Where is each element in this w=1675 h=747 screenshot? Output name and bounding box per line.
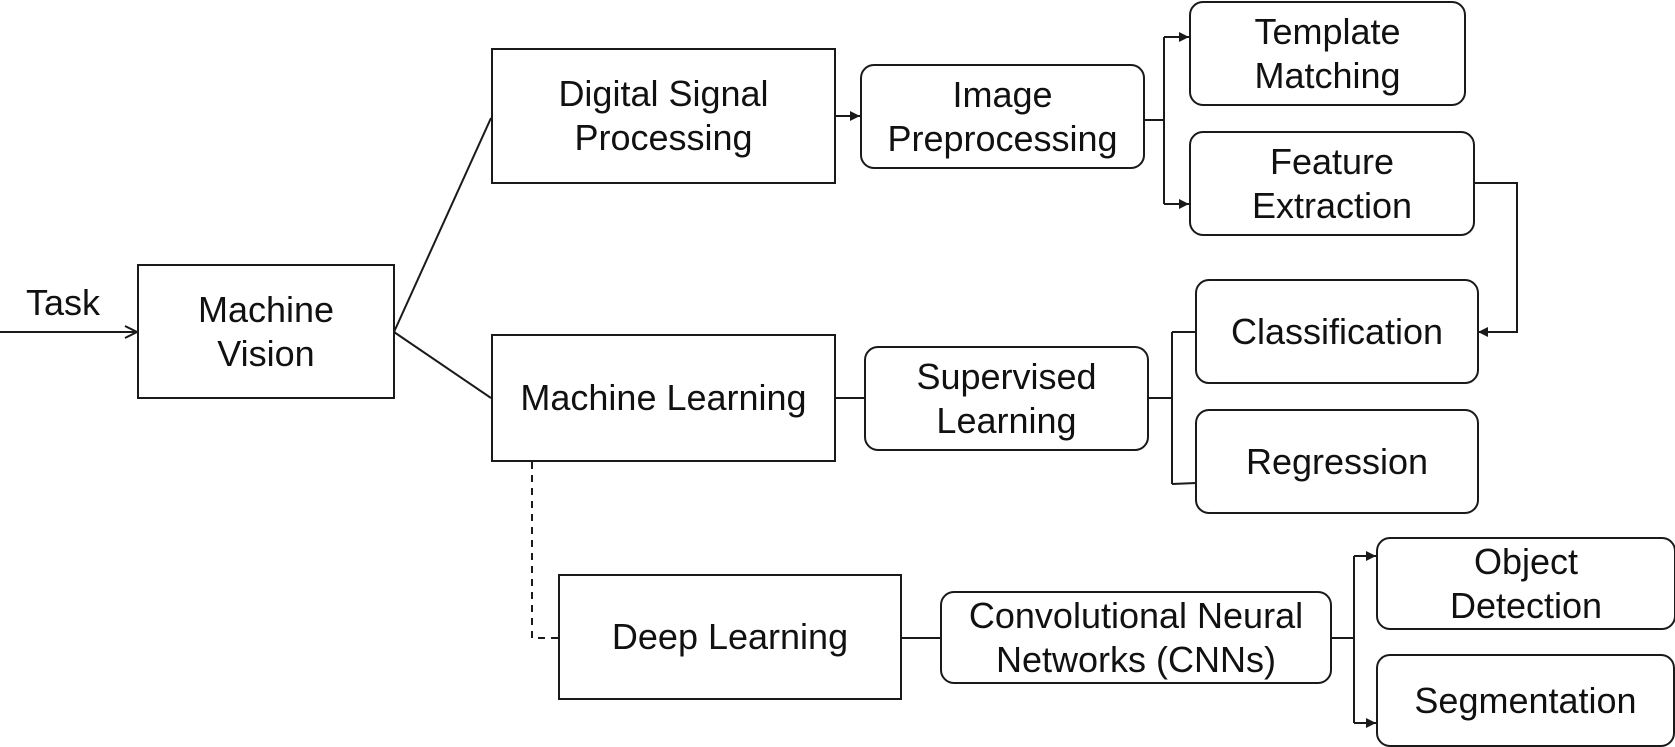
regression-label: Regression	[1245, 440, 1429, 482]
dsp-line-2: Processing	[574, 117, 753, 158]
task-label: Task	[26, 282, 101, 323]
image-preprocessing-line-1: Image	[952, 73, 1053, 115]
image-preprocessing-line-2: Preprocessing	[887, 117, 1118, 159]
machine-learning-node: Machine Learning	[491, 334, 836, 462]
deep-learning-label: Deep Learning	[611, 616, 849, 657]
machine-learning-label: Machine Learning	[520, 377, 807, 418]
template-matching-line-1: Template	[1254, 10, 1401, 52]
feature-extraction-line-2: Extraction	[1251, 184, 1413, 226]
regression-node: Regression	[1195, 409, 1479, 514]
segmentation-node: Segmentation	[1376, 654, 1675, 747]
sl-to-reg-line	[1171, 482, 1197, 485]
fe-to-class-arrow	[1474, 182, 1518, 337]
machine-vision-line-2: Vision	[217, 332, 315, 374]
classification-label: Classification	[1230, 310, 1444, 352]
segmentation-label: Segmentation	[1414, 679, 1637, 721]
object-detection-line-1: Object	[1473, 540, 1579, 582]
template-matching-line-2: Matching	[1254, 54, 1401, 96]
mv-to-ml-line	[393, 331, 492, 399]
machine-vision-line-1: Machine	[197, 288, 335, 330]
deep-learning-node: Deep Learning	[558, 574, 902, 700]
cnn-line-2: Networks (CNNs)	[995, 638, 1276, 680]
classification-node: Classification	[1195, 279, 1479, 384]
ml-to-dl-dashed	[531, 462, 558, 639]
mv-to-dsp-line	[393, 117, 492, 333]
supervised-learning-line-1: Supervised	[916, 355, 1097, 397]
cnn-line-1: Convolutional Neural	[968, 594, 1304, 636]
feature-extraction-line-1: Feature	[1269, 140, 1395, 182]
supervised-learning-line-2: Learning	[936, 399, 1077, 441]
object-detection-line-2: Detection	[1449, 584, 1603, 626]
dsp-line-1: Digital Signal	[558, 73, 769, 114]
